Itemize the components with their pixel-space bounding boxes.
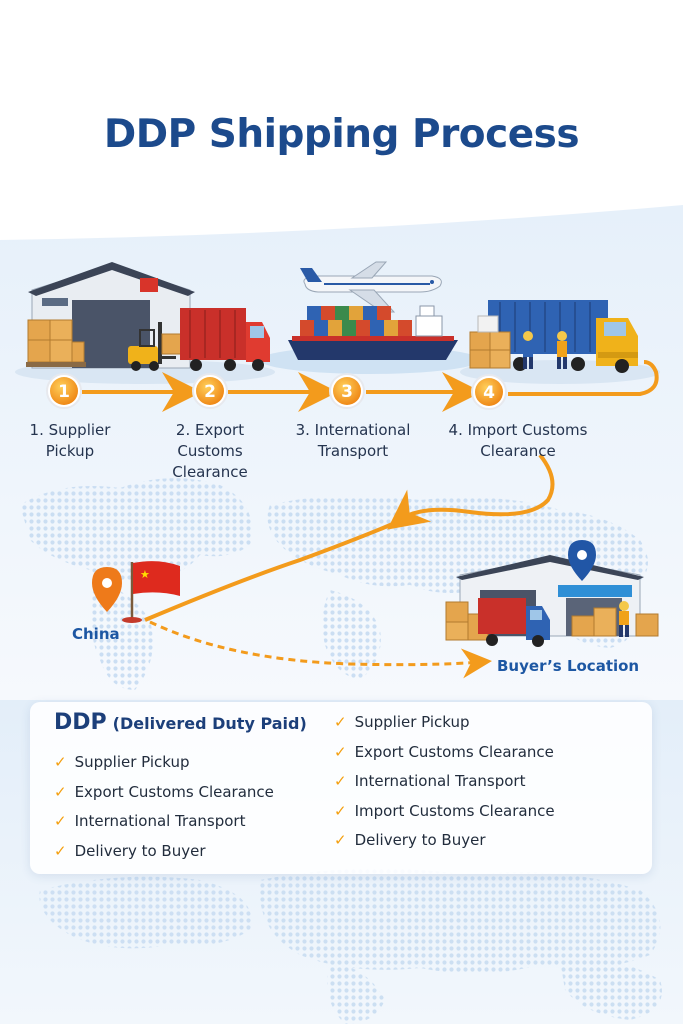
- list-item: ✓ Supplier Pickup: [54, 748, 274, 778]
- list-item-text: Import Customs Clearance: [354, 801, 555, 820]
- right-checklist: ✓ Supplier Pickup ✓ Export Customs Clearan…: [334, 708, 555, 856]
- worker-icon: [523, 331, 567, 369]
- origin-label: China: [72, 625, 120, 643]
- ddp-summary-panel: DDP (Delivered Duty Paid) ✓ Supplier Picku…: [30, 702, 652, 874]
- list-item-text: International Transport: [354, 772, 526, 790]
- checkmark-icon: ✓: [54, 782, 67, 801]
- checkmark-icon: ✓: [54, 812, 67, 830]
- cargo-boxes-4: [469, 315, 511, 369]
- location-pin-buyer-icon: [568, 540, 596, 581]
- svg-text:★: ★: [140, 569, 150, 581]
- buyer-boxes: [445, 601, 659, 641]
- step-label-1: 1. Supplier Pickup: [0, 420, 150, 462]
- list-item: ✓ Supplier Pickup: [334, 708, 555, 738]
- checkmark-icon: ✓: [334, 713, 347, 731]
- cargo-ship-icon: [288, 305, 458, 360]
- step-number-2: 2: [204, 382, 216, 402]
- list-item-text: Export Customs Clearance: [74, 782, 274, 801]
- step-label-2-line-1: 2. Export: [175, 421, 245, 439]
- step-label-3-line-2: Transport: [317, 442, 389, 460]
- step-number-1: 1: [58, 382, 70, 402]
- step-label-3-line-1: 3. International: [295, 421, 411, 439]
- process-flow-arrows: [82, 360, 659, 530]
- list-item: ✓ International Transport: [334, 767, 555, 797]
- step-label-2: 2. Export Customs Clearance: [130, 420, 290, 483]
- step-marker-4: [471, 374, 507, 410]
- list-item-text: Export Customs Clearance: [354, 742, 554, 761]
- delivery-truck-icon: [478, 598, 550, 647]
- list-item: ✓ Delivery to Buyer: [334, 826, 555, 856]
- list-item-text: Supplier Pickup: [354, 713, 470, 731]
- checkmark-icon: ✓: [334, 801, 347, 820]
- destination-label: Buyer’s Location: [497, 657, 640, 675]
- page-title: DDP Shipping Process: [103, 112, 580, 157]
- list-item-text: Delivery to Buyer: [74, 841, 206, 860]
- china-flag-icon: ★: [122, 561, 180, 623]
- checkmark-icon: ✓: [54, 841, 67, 860]
- truck-icon: [180, 308, 270, 371]
- list-item: ✓ Import Customs Clearance: [334, 797, 555, 827]
- list-item-text: International Transport: [74, 812, 246, 830]
- list-item-text: Supplier Pickup: [74, 753, 190, 771]
- list-item: ✓ Export Customs Clearance: [334, 738, 555, 768]
- step-number-3: 3: [341, 382, 353, 402]
- location-pin-icon: [92, 567, 122, 612]
- checkmark-icon: ✓: [334, 772, 347, 790]
- container-truck-icon: [488, 300, 638, 373]
- left-checklist: ✓ Supplier Pickup ✓ Export Customs Clearan…: [54, 748, 274, 866]
- step-marker-3: [329, 373, 365, 409]
- panel-title-abbr: DDP: [54, 710, 107, 735]
- forklift-icon: [128, 322, 183, 371]
- step-label-2-line-3: Clearance: [172, 463, 248, 481]
- checkmark-icon: ✓: [334, 831, 347, 849]
- step-label-4-line-2: Clearance: [480, 442, 556, 460]
- list-item: ✓ Delivery to Buyer: [54, 837, 274, 867]
- step-label-1-line-1: 1. Supplier: [29, 421, 111, 439]
- route-arrows: [144, 518, 492, 679]
- panel-title: DDP (Delivered Duty Paid): [54, 710, 307, 735]
- list-item: ✓ Export Customs Clearance: [54, 778, 274, 808]
- list-item-text: Delivery to Buyer: [354, 831, 486, 849]
- step-label-4: 4. Import Customs Clearance: [430, 420, 606, 462]
- step-label-1-line-2: Pickup: [45, 442, 95, 460]
- step-label-2-line-2: Customs: [177, 442, 243, 460]
- cardboard-boxes: [26, 319, 86, 367]
- step-marker-1: [46, 373, 82, 409]
- checkmark-icon: ✓: [54, 753, 67, 771]
- buyer-worker-icon: [619, 601, 629, 637]
- world-map-lower: [39, 868, 662, 1024]
- step-label-3: 3. International Transport: [273, 420, 433, 462]
- step-marker-2: [192, 373, 228, 409]
- panel-title-full: (Delivered Duty Paid): [112, 714, 307, 733]
- step-number-4: 4: [483, 383, 495, 403]
- step-label-4-line-1: 4. Import Customs: [448, 421, 588, 439]
- list-item: ✓ International Transport: [54, 807, 274, 837]
- checkmark-icon: ✓: [334, 742, 347, 761]
